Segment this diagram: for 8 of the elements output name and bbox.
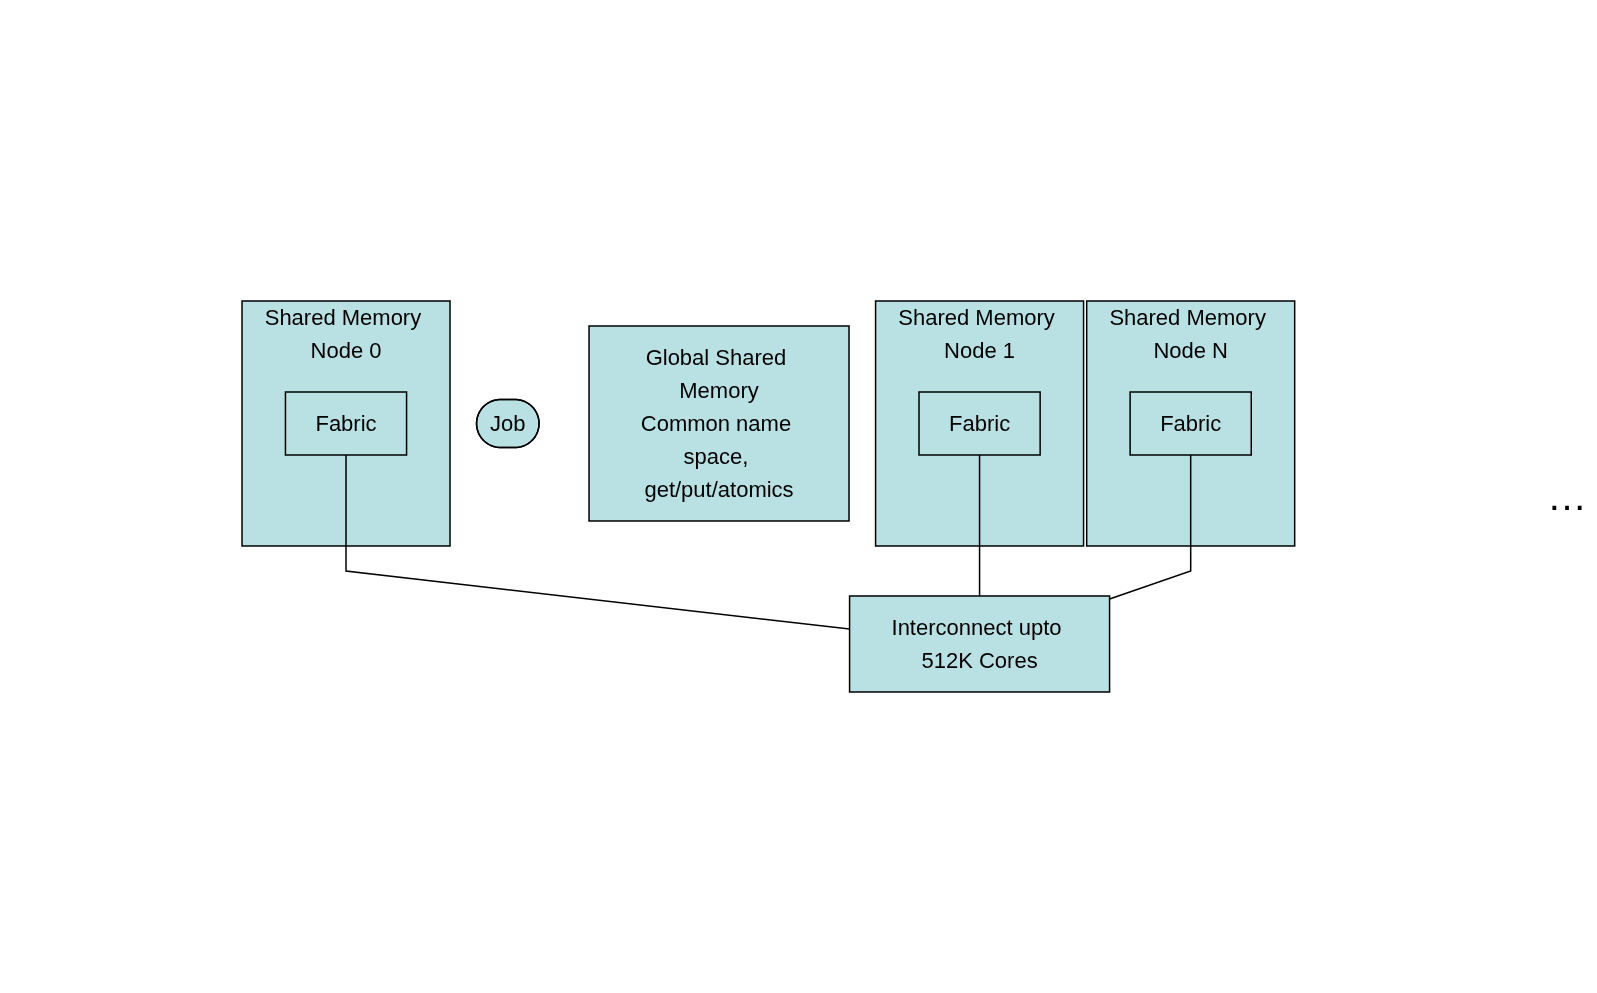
connector — [1108, 454, 1192, 600]
node-box: Interconnect upto 512K Cores — [848, 595, 1111, 693]
ellipsis-text: … — [1547, 474, 1587, 519]
node-box: Fabric — [1129, 391, 1253, 456]
node-box: Fabric — [918, 391, 1041, 456]
connector — [978, 454, 981, 597]
node-box: Fabric — [284, 391, 408, 456]
node-box: Global Shared Memory Common name space, get/put/atomics — [588, 325, 850, 522]
